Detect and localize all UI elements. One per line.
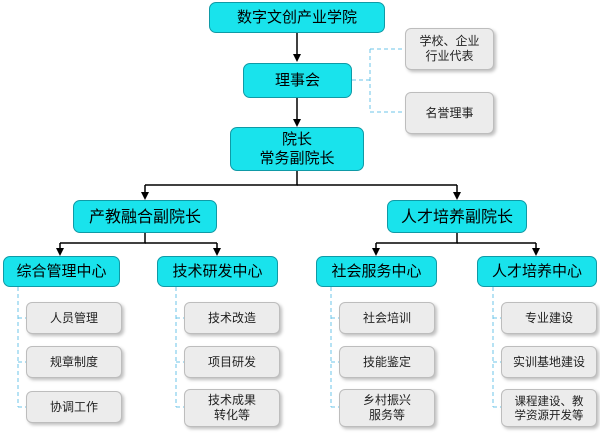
center-general-management: 综合管理中心 xyxy=(3,256,120,287)
leaf-rules-regulations: 规章制度 xyxy=(26,346,122,378)
leaf-personnel-management: 人员管理 xyxy=(26,302,122,334)
vice-dean-industry-education: 产教融合副院长 xyxy=(73,200,217,233)
leaf-rural-revitalization: 乡村振兴 服务等 xyxy=(339,389,435,427)
leaf-coordination: 协调工作 xyxy=(26,391,122,423)
executive-vice-dean-title: 常务副院长 xyxy=(259,149,335,167)
council-member-reps: 学校、企业 行业代表 xyxy=(405,28,494,70)
dean-title: 院长 xyxy=(281,130,312,149)
leaf-curriculum-resources: 课程建设、教 学资源开发等 xyxy=(501,389,597,427)
leaf-major-construction: 专业建设 xyxy=(501,302,597,334)
council-member-honorary: 名誉理事 xyxy=(405,92,494,134)
vice-dean-talent-training: 人才培养副院长 xyxy=(387,200,527,233)
root-node: 数字文创产业学院 xyxy=(209,2,385,33)
leaf-training-base: 实训基地建设 xyxy=(501,346,597,378)
dean-node: 院长 常务副院长 xyxy=(230,127,364,171)
center-tech-rd: 技术研发中心 xyxy=(157,256,278,287)
leaf-tech-renovation: 技术改造 xyxy=(184,302,280,334)
leaf-project-rd: 项目研发 xyxy=(184,346,280,378)
center-talent-training: 人才培养中心 xyxy=(477,256,597,287)
council-node: 理事会 xyxy=(243,63,352,98)
leaf-social-training: 社会培训 xyxy=(339,302,435,334)
center-social-service: 社会服务中心 xyxy=(316,256,437,287)
leaf-skill-appraisal: 技能鉴定 xyxy=(339,346,435,378)
leaf-tech-transfer: 技术成果 转化等 xyxy=(184,389,280,427)
